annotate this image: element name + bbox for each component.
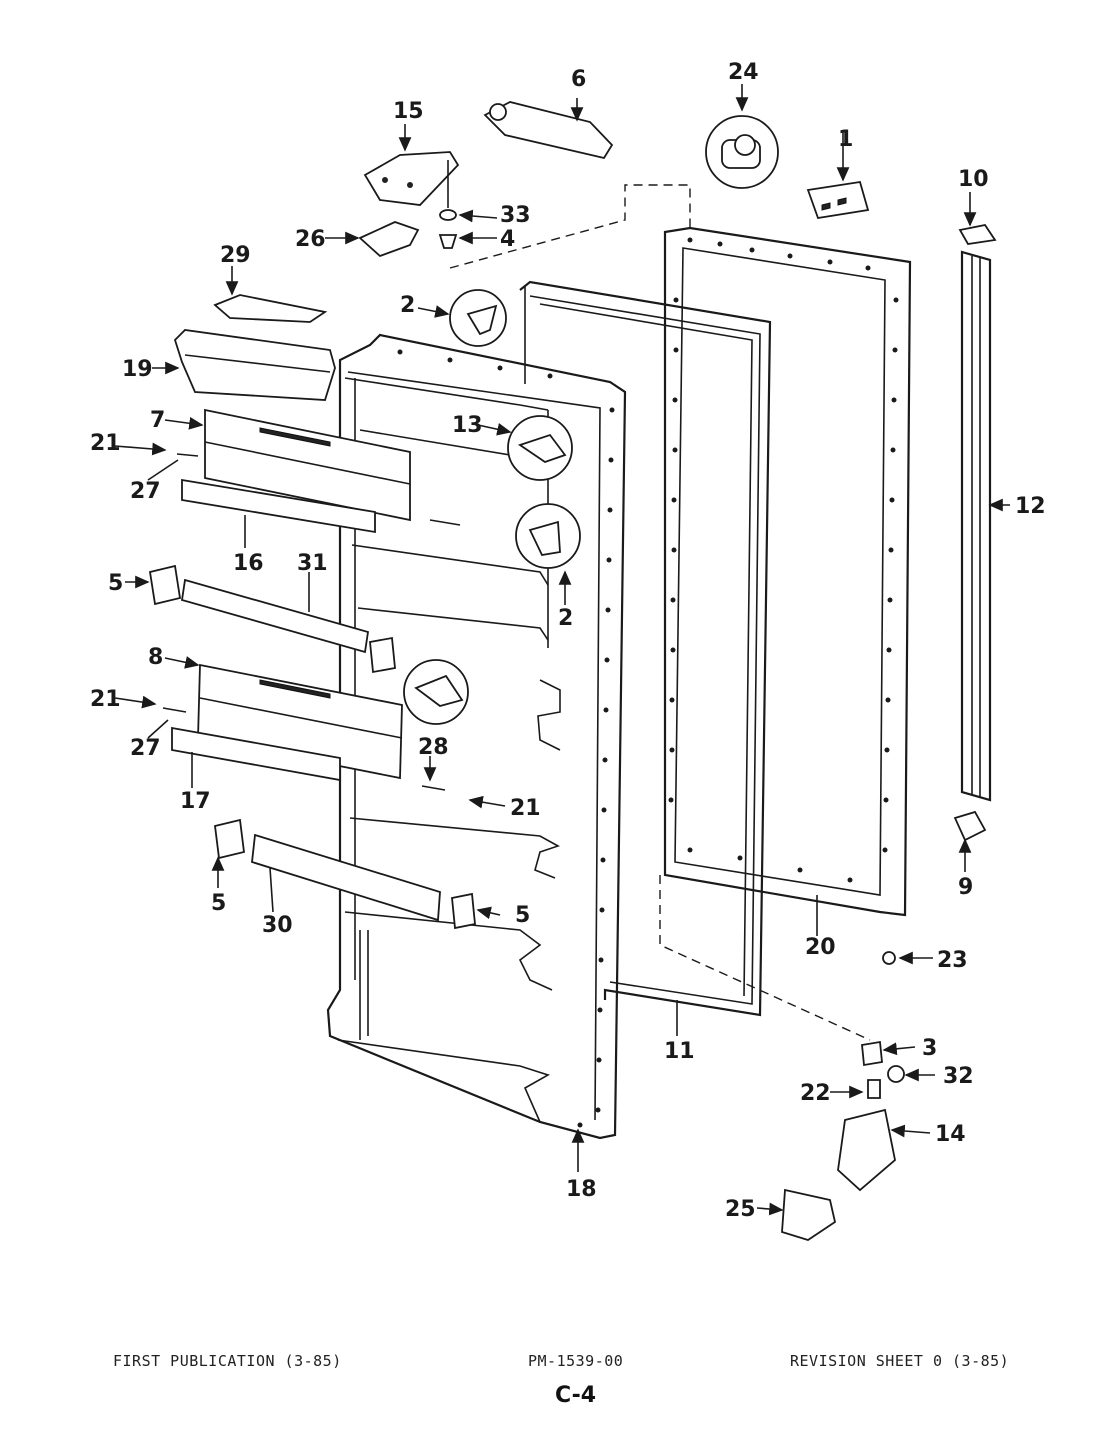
plate-25 xyxy=(781,1188,837,1241)
springs xyxy=(162,453,461,791)
label-28: 28 xyxy=(418,735,449,760)
plate-26 xyxy=(358,221,420,258)
label-17: 17 xyxy=(180,789,211,814)
hinge-pins-5 xyxy=(148,564,476,930)
label-19: 19 xyxy=(122,357,153,382)
label-24: 24 xyxy=(728,60,759,85)
label-27b: 27 xyxy=(130,736,161,761)
label-15: 15 xyxy=(393,99,424,124)
shelf-8 xyxy=(197,663,403,780)
bin-19 xyxy=(173,329,336,401)
label-11: 11 xyxy=(664,1039,695,1064)
shelf-7 xyxy=(204,408,411,522)
label-26: 26 xyxy=(295,227,326,252)
label-20: 20 xyxy=(805,935,836,960)
label-21a: 21 xyxy=(90,431,121,456)
door-gasket xyxy=(519,280,772,1017)
label-21b: 21 xyxy=(90,687,121,712)
bracket-14 xyxy=(837,1108,896,1192)
alignment-lines xyxy=(449,184,871,1041)
detail-circles xyxy=(403,289,581,725)
part-10 xyxy=(958,223,997,245)
part-number-text: PM-1539-00 xyxy=(528,1352,624,1370)
page-code: C-4 xyxy=(555,1383,597,1408)
label-2a: 2 xyxy=(400,293,415,318)
label-22: 22 xyxy=(800,1081,831,1106)
shelf-bar-30 xyxy=(251,833,441,922)
trim-12 xyxy=(960,250,992,802)
bracket-6 xyxy=(483,101,614,160)
label-6: 6 xyxy=(571,67,586,92)
label-12: 12 xyxy=(1015,494,1046,519)
label-27a: 27 xyxy=(130,479,161,504)
label-33: 33 xyxy=(500,203,531,228)
label-21c: 21 xyxy=(510,796,541,821)
label-5c: 5 xyxy=(515,903,530,928)
label-10: 10 xyxy=(958,167,989,192)
label-1: 1 xyxy=(838,127,853,152)
label-5a: 5 xyxy=(108,571,123,596)
label-14: 14 xyxy=(935,1122,966,1147)
revision-text: REVISION SHEET 0 (3-85) xyxy=(790,1352,1010,1370)
detail-24 xyxy=(705,115,779,189)
hinge-15 xyxy=(363,151,460,208)
part-number-labels: 1 2 2 3 4 5 5 5 6 7 8 9 10 11 12 13 14 1… xyxy=(90,60,1046,1222)
first-publication-text: FIRST PUBLICATION (3-85) xyxy=(113,1352,342,1370)
label-13: 13 xyxy=(452,413,483,438)
label-25: 25 xyxy=(725,1197,756,1222)
label-18: 18 xyxy=(566,1177,597,1202)
part-9 xyxy=(953,810,987,842)
label-32: 32 xyxy=(943,1064,974,1089)
outer-door-frame xyxy=(663,226,912,917)
label-5b: 5 xyxy=(211,891,226,916)
label-29: 29 xyxy=(220,243,251,268)
label-8: 8 xyxy=(148,645,163,670)
label-16: 16 xyxy=(233,551,264,576)
label-3: 3 xyxy=(922,1036,937,1061)
label-30: 30 xyxy=(262,913,293,938)
label-9: 9 xyxy=(958,875,973,900)
small-parts xyxy=(438,209,905,1099)
label-2b: 2 xyxy=(558,606,573,631)
shelf-bar-31 xyxy=(180,578,370,654)
cover-29 xyxy=(213,294,328,323)
label-4: 4 xyxy=(500,227,515,252)
leader-lines xyxy=(114,84,1010,1216)
shelf-front-17 xyxy=(171,726,341,782)
shelf-front-16 xyxy=(181,478,376,534)
label-23: 23 xyxy=(937,948,968,973)
label-31: 31 xyxy=(297,551,328,576)
part-1 xyxy=(806,180,870,220)
label-7: 7 xyxy=(150,408,165,433)
